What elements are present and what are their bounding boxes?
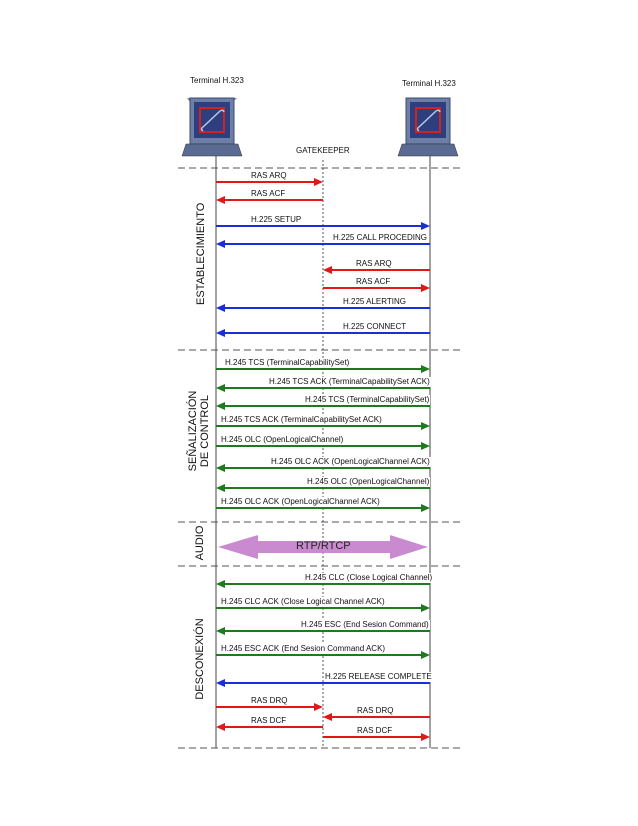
message-arrowhead [421,284,430,292]
message-label: H.245 CLC ACK (Close Logical Channel ACK… [220,597,386,607]
phase-label-senalizacion-line1: SEÑALIZACIÓN [187,390,199,472]
message-arrowhead [314,178,323,186]
message-arrowhead [216,196,225,204]
message-label: H.225 CONNECT [342,322,408,332]
gatekeeper-title: GATEKEEPER [296,146,350,155]
message-arrowhead [216,679,225,687]
message-arrowhead [421,604,430,612]
message-arrowhead [216,580,225,588]
message-arrowhead [216,402,225,410]
message-label: H.245 TCS ACK (TerminalCapabilitySet ACK… [220,415,383,425]
message-label: RAS DRQ [250,696,289,706]
message-arrowhead [421,422,430,430]
message-arrowhead [216,627,225,635]
message-arrowhead [216,304,225,312]
message-label: H.245 TCS (TerminalCapabilitySet) [224,358,351,368]
left-terminal-title: Terminal H.323 [190,76,244,85]
message-arrowhead [421,442,430,450]
phase-label-establecimiento: ESTABLECIMIENTO [195,202,207,305]
message-label: H.245 TCS (TerminalCapabilitySet) [304,395,431,405]
message-label: RAS DCF [250,716,288,726]
message-arrowhead [216,464,225,472]
message-arrowhead [421,504,430,512]
message-label: H.245 OLC ACK (OpenLogicalChannel ACK) [270,457,431,467]
message-label: H.245 OLC (OpenLogicalChannel) [306,477,431,487]
message-arrowhead [314,703,323,711]
message-arrowhead [323,266,332,274]
message-label: H.225 ALERTING [342,297,407,307]
message-label: H.245 OLC ACK (OpenLogicalChannel ACK) [220,497,381,507]
message-arrowhead [323,713,332,721]
right-terminal-title: Terminal H.323 [402,79,456,88]
phase-label-senalizacion-line2: DE CONTROL [199,394,211,468]
left-terminal-icon [181,97,243,157]
message-label: RAS ACF [250,189,287,199]
right-terminal-icon [397,97,459,157]
message-label: H.245 ESC (End Sesion Command) [300,620,430,630]
message-label: RAS ARQ [250,171,288,181]
message-arrowhead [421,651,430,659]
message-arrowhead [421,733,430,741]
phase-label-desconexion: DESCONEXIÓN [194,618,206,700]
message-label: RAS DRQ [356,706,395,716]
message-label: H.225 RELEASE COMPLETE [324,672,433,682]
message-label: H.245 OLC (OpenLogicalChannel) [220,435,345,445]
message-label: H.245 CLC (Close Logical Channel) [304,573,434,583]
message-label: RAS DCF [356,726,394,736]
message-arrowhead [216,329,225,337]
message-label: H.245 ESC ACK (End Sesion Command ACK) [220,644,387,654]
phase-label-audio: AUDIO [194,525,206,561]
message-label: H.225 SETUP [250,215,303,225]
message-arrowhead [216,484,225,492]
message-label: RAS ACF [355,277,392,287]
message-arrowhead [216,240,225,248]
rtp-label: RTP/RTCP [296,540,351,552]
message-label: H.245 TCS ACK (TerminalCapabilitySet ACK… [268,377,431,387]
message-label: RAS ARQ [355,259,393,269]
message-arrowhead [421,365,430,373]
message-arrowhead [216,723,225,731]
rtp-double-arrow [218,535,428,559]
message-arrowhead [421,222,430,230]
message-label: H.225 CALL PROCEDING [332,233,428,243]
message-arrowhead [216,384,225,392]
phase-label-senalizacion: SEÑALIZACIÓN DE CONTROL [187,383,213,479]
